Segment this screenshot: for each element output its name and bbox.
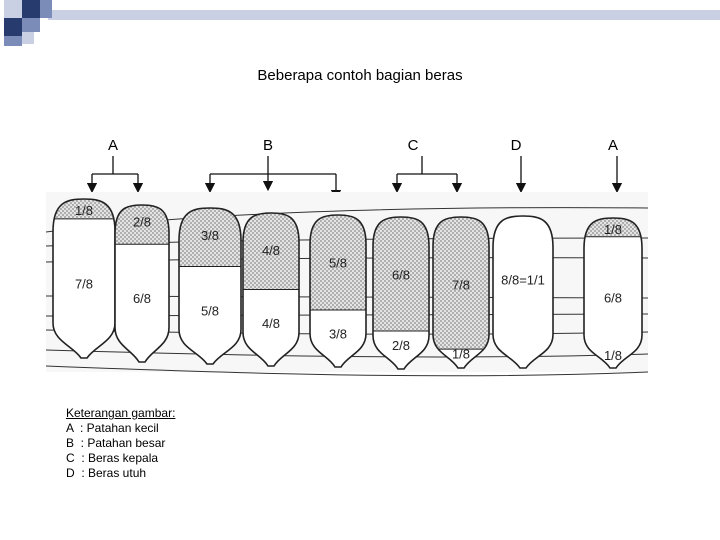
legend-row-d: D : Beras utuh bbox=[66, 466, 175, 481]
rice-grain: 7/8 1/8 bbox=[431, 215, 491, 368]
grain-label-top: 7/8 bbox=[452, 278, 470, 293]
rice-grain: 8/8=1/1 bbox=[493, 216, 553, 368]
grain-label-top: 8/8=1/1 bbox=[501, 272, 545, 287]
grain-label-bottom: 6/8 bbox=[133, 291, 151, 306]
grain-label-top: 1/8 bbox=[604, 222, 622, 237]
grain-label-top: 6/8 bbox=[392, 268, 410, 283]
grain-label-bottom: 5/8 bbox=[201, 303, 219, 318]
rice-grain: 6/8 2/8 bbox=[371, 215, 431, 369]
bracket-connectors bbox=[92, 156, 617, 195]
legend: Keterangan gambar: A : Patahan kecil B :… bbox=[66, 406, 175, 481]
legend-title: Keterangan gambar: bbox=[66, 406, 175, 421]
grain-label-extra: 1/8 bbox=[604, 348, 622, 363]
grain-label-top: 5/8 bbox=[329, 255, 347, 270]
legend-row-b: B : Patahan besar bbox=[66, 436, 175, 451]
legend-row-c: C : Beras kepala bbox=[66, 451, 175, 466]
grain-label-top: 3/8 bbox=[201, 228, 219, 243]
grain-label-bottom: 2/8 bbox=[392, 338, 410, 353]
rice-grain: 3/8 5/8 bbox=[177, 206, 243, 364]
grain-label-top: 1/8 bbox=[75, 203, 93, 218]
rice-grain: 5/8 3/8 bbox=[308, 213, 368, 367]
grain-label-top: 4/8 bbox=[262, 243, 280, 258]
legend-row-a: A : Patahan kecil bbox=[66, 421, 175, 436]
rice-grain: 1/8 6/8 1/8 bbox=[582, 216, 644, 368]
rice-grain: 2/8 6/8 bbox=[113, 203, 171, 362]
grain-label-bottom: 4/8 bbox=[262, 316, 280, 331]
grain-label-bottom: 3/8 bbox=[329, 327, 347, 342]
grain-label-top: 2/8 bbox=[133, 215, 151, 230]
grain-label-bottom: 1/8 bbox=[452, 347, 470, 362]
grain-label-bottom: 6/8 bbox=[604, 290, 622, 305]
grain-outline bbox=[493, 216, 553, 368]
rice-grain: 1/8 7/8 bbox=[51, 197, 117, 358]
grain-label-bottom: 7/8 bbox=[75, 276, 93, 291]
rice-grain: 4/8 4/8 bbox=[241, 211, 301, 366]
